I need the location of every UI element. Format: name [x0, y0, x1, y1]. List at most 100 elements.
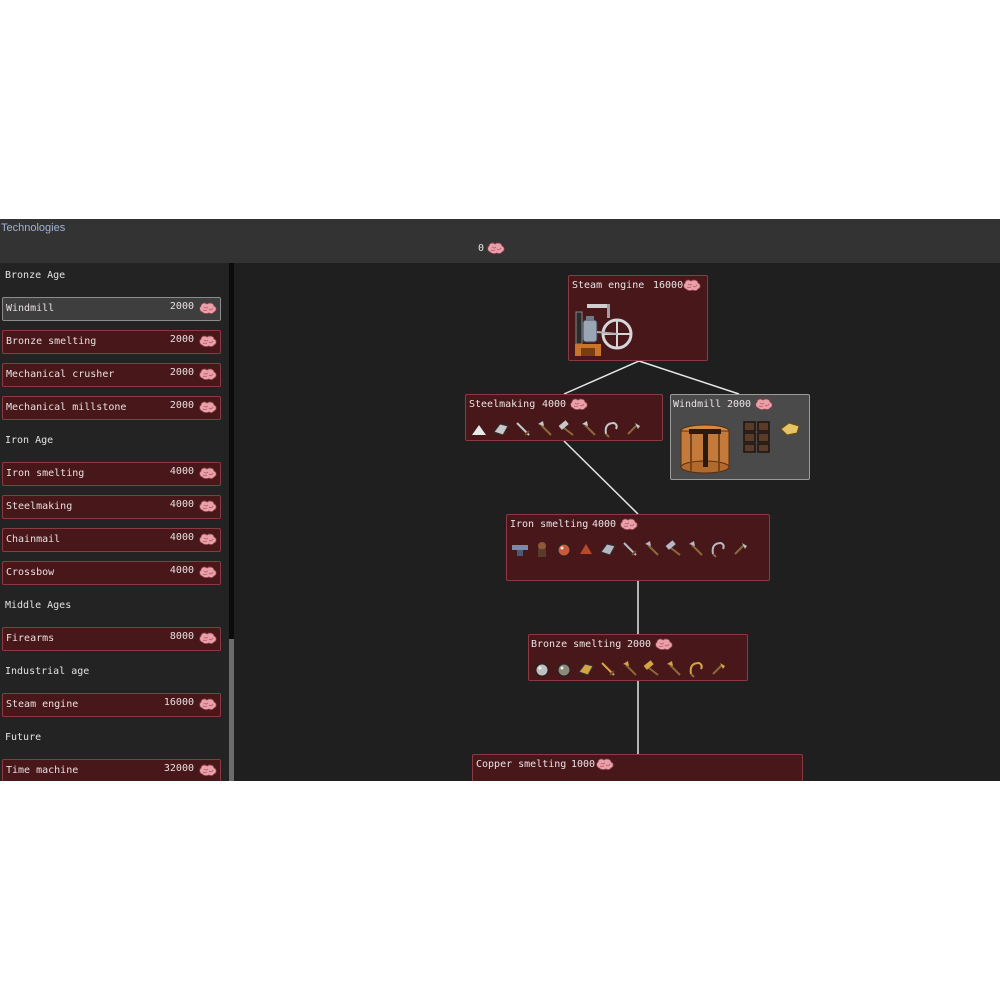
tech-list-item-cost: 4000 — [169, 565, 194, 576]
category-heading: Middle Ages — [5, 600, 72, 611]
node-cost: 2000 — [627, 639, 652, 650]
node-cost: 4000 — [592, 519, 617, 530]
node-cost: 2000 — [727, 399, 752, 410]
tech-list-item-label: Firearms — [6, 633, 55, 644]
brain-icon — [755, 398, 773, 411]
unlock-icons — [533, 660, 727, 678]
node-label: Steam engine — [572, 280, 645, 291]
tech-tree-view: Steam engine 16000 Steelmaking 4000 — [234, 263, 1000, 781]
node-label: Bronze smelting — [531, 639, 622, 650]
brain-icon — [199, 698, 217, 711]
tech-list-item[interactable]: Steelmaking 4000 — [2, 495, 221, 519]
brain-icon — [199, 467, 217, 480]
brain-icon — [199, 302, 217, 315]
tech-node-bronze-smelting[interactable]: Bronze smelting 2000 — [528, 634, 748, 681]
tech-list-item-cost: 2000 — [169, 400, 194, 411]
iron-ingot-icon — [600, 543, 616, 556]
category-heading: Bronze Age — [5, 270, 66, 281]
iron-sickle-icon — [711, 541, 725, 558]
tech-list-item[interactable]: Iron smelting 4000 — [2, 462, 221, 486]
brain-icon — [199, 335, 217, 348]
research-points-value: 0 — [478, 243, 485, 254]
brain-icon — [487, 242, 505, 255]
flour-sack-icon — [780, 422, 800, 436]
category-heading: Industrial age — [5, 666, 90, 677]
tech-node-windmill[interactable]: Windmill 2000 — [670, 394, 810, 480]
steel-axe-icon — [538, 421, 552, 436]
tech-list-item[interactable]: Mechanical millstone 2000 — [2, 396, 221, 420]
windmill-icon — [680, 424, 730, 474]
tech-list-item-cost: 4000 — [169, 466, 194, 477]
node-cost: 1000 — [571, 759, 596, 770]
bronze-axe-icon — [623, 661, 637, 676]
tech-list-item-label: Iron smelting — [6, 468, 85, 479]
node-label: Windmill — [673, 399, 722, 410]
node-cost: 16000 — [653, 280, 684, 291]
tech-node-copper-smelting[interactable]: Copper smelting 1000 — [472, 754, 803, 781]
brain-icon — [596, 758, 614, 771]
title-bar: Technologies 0 — [0, 219, 1000, 263]
brain-icon — [199, 368, 217, 381]
bronze-hammer-icon — [643, 660, 659, 676]
unlock-icons — [511, 540, 749, 558]
tech-node-steelmaking[interactable]: Steelmaking 4000 — [465, 394, 663, 441]
tech-list-item-cost: 2000 — [169, 367, 194, 378]
steel-sword-icon — [516, 422, 530, 436]
tech-list-item-label: Steelmaking — [6, 501, 73, 512]
tech-list-item-label: Time machine — [6, 765, 79, 776]
tech-node-iron-smelting[interactable]: Iron smelting 4000 — [506, 514, 770, 581]
tech-list-item-label: Mechanical crusher — [6, 369, 115, 380]
bronze-ingot-icon — [578, 663, 594, 676]
tech-list-item-label: Mechanical millstone — [6, 402, 127, 413]
tech-list-item-cost: 16000 — [163, 697, 194, 708]
bronze-sickle-icon — [689, 661, 703, 678]
brain-icon — [655, 638, 673, 651]
iron-pickaxe-icon — [689, 541, 703, 556]
bronze-sword-icon — [601, 662, 615, 676]
edge-steel-iron — [563, 440, 639, 515]
flux-icon — [472, 425, 486, 435]
iron-sword-icon — [623, 542, 637, 556]
category-heading: Future — [5, 732, 42, 743]
iron-hammer-icon — [665, 540, 681, 556]
research-points-display: 0 — [478, 242, 505, 255]
unlock-icons — [470, 420, 642, 438]
steel-ingot-icon — [493, 423, 509, 436]
node-label: Iron smelting — [510, 519, 589, 530]
edge-steam-steel — [563, 360, 640, 395]
node-label: Copper smelting — [476, 759, 567, 770]
bloomery-icon — [538, 542, 546, 557]
brain-icon — [683, 279, 701, 292]
tech-node-steam-engine[interactable]: Steam engine 16000 — [568, 275, 708, 361]
tech-list-item-cost: 2000 — [169, 334, 194, 345]
sidebar-scrollbar[interactable] — [229, 263, 234, 781]
steam-engine-icon — [575, 304, 633, 356]
brain-icon — [199, 401, 217, 414]
sidebar-scroll-thumb[interactable] — [229, 639, 234, 781]
bronze-pickaxe-icon — [667, 661, 681, 676]
tech-list-item-cost: 2000 — [169, 301, 194, 312]
steel-pickaxe-icon — [582, 421, 596, 436]
brain-icon — [199, 632, 217, 645]
tech-list-item[interactable]: Mechanical crusher 2000 — [2, 363, 221, 387]
iron-ore-icon — [557, 543, 571, 557]
brain-icon — [199, 566, 217, 579]
tech-list-item-cost: 4000 — [169, 499, 194, 510]
steel-hammer-icon — [558, 420, 574, 436]
tech-list-item-cost: 4000 — [169, 532, 194, 543]
category-heading: Iron Age — [5, 435, 54, 446]
brain-icon — [199, 500, 217, 513]
brain-icon — [570, 398, 588, 411]
edge-steam-windmill — [638, 360, 740, 395]
anvil-icon — [512, 545, 528, 556]
tech-tree-edges — [563, 360, 740, 754]
iron-axe-icon — [645, 541, 659, 556]
